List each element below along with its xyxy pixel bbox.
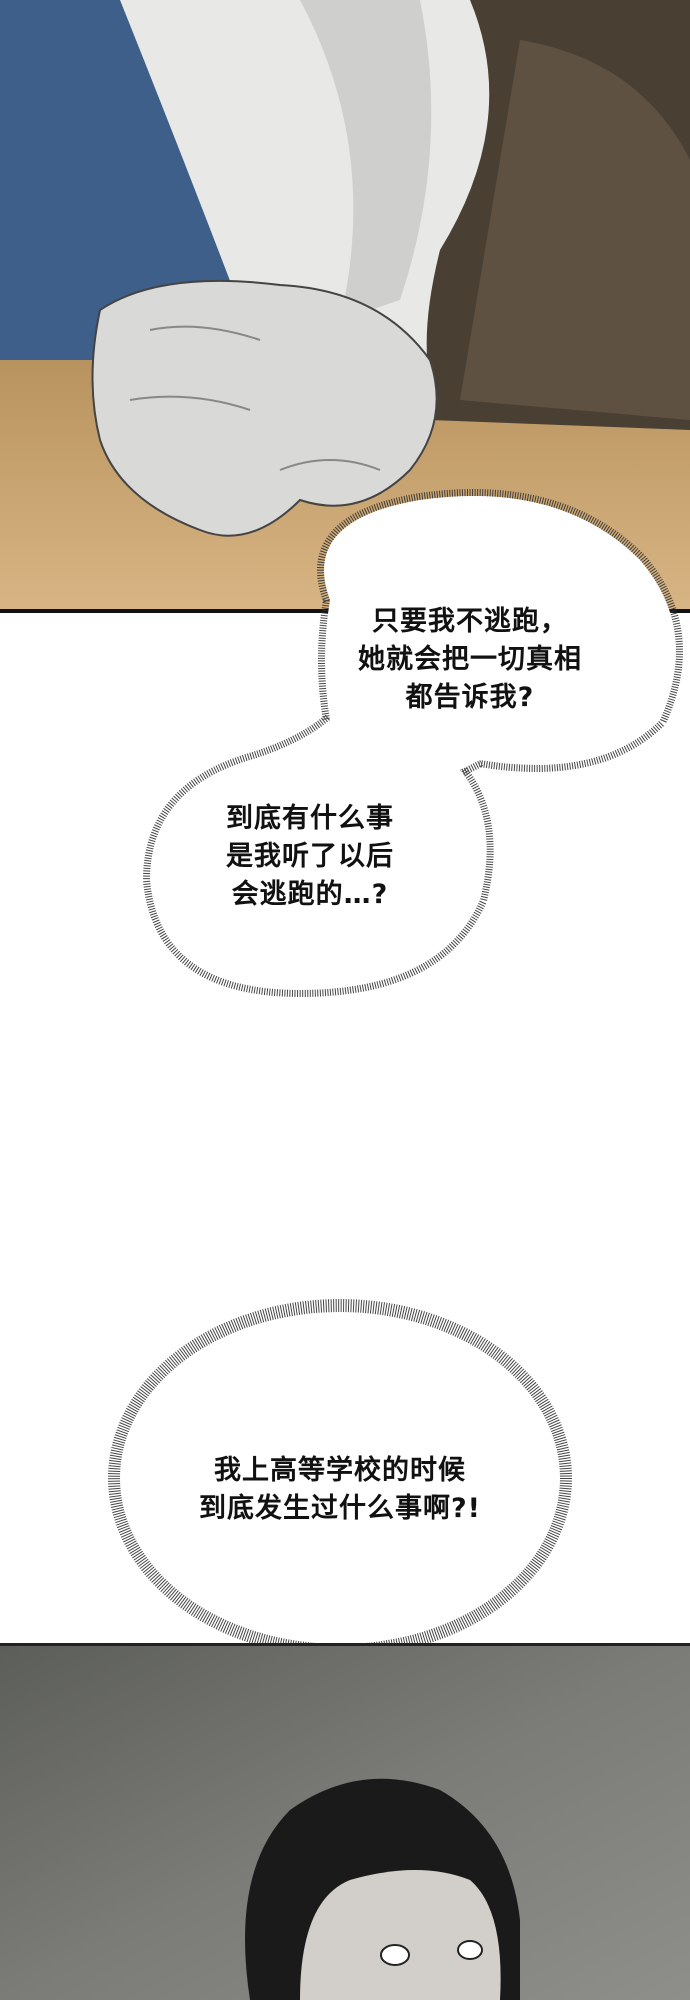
panel-man xyxy=(0,1643,690,2000)
panel-fist xyxy=(0,0,690,613)
speech-bubble-group xyxy=(108,489,683,1657)
bubble-line: 我上高等学校的时候 xyxy=(214,1455,466,1486)
bubble-2-text: 到底有什么事 是我听了以后 会逃跑的…? xyxy=(190,800,430,914)
bubble-line: 是我听了以后 xyxy=(226,841,394,872)
bubble-line: 到底发生过什么事啊?! xyxy=(199,1493,481,1524)
bubble-3-text: 我上高等学校的时候 到底发生过什么事啊?! xyxy=(160,1452,520,1528)
bubble-line: 到底有什么事 xyxy=(226,803,394,834)
bubble-1-text: 只要我不逃跑， 她就会把一切真相 都告诉我? xyxy=(320,603,620,717)
bubble-line: 她就会把一切真相 xyxy=(358,644,582,675)
bubble-line: 都告诉我? xyxy=(405,682,535,713)
bubble-line: 只要我不逃跑， xyxy=(372,606,568,637)
bubble-line: 会逃跑的…? xyxy=(231,879,389,910)
